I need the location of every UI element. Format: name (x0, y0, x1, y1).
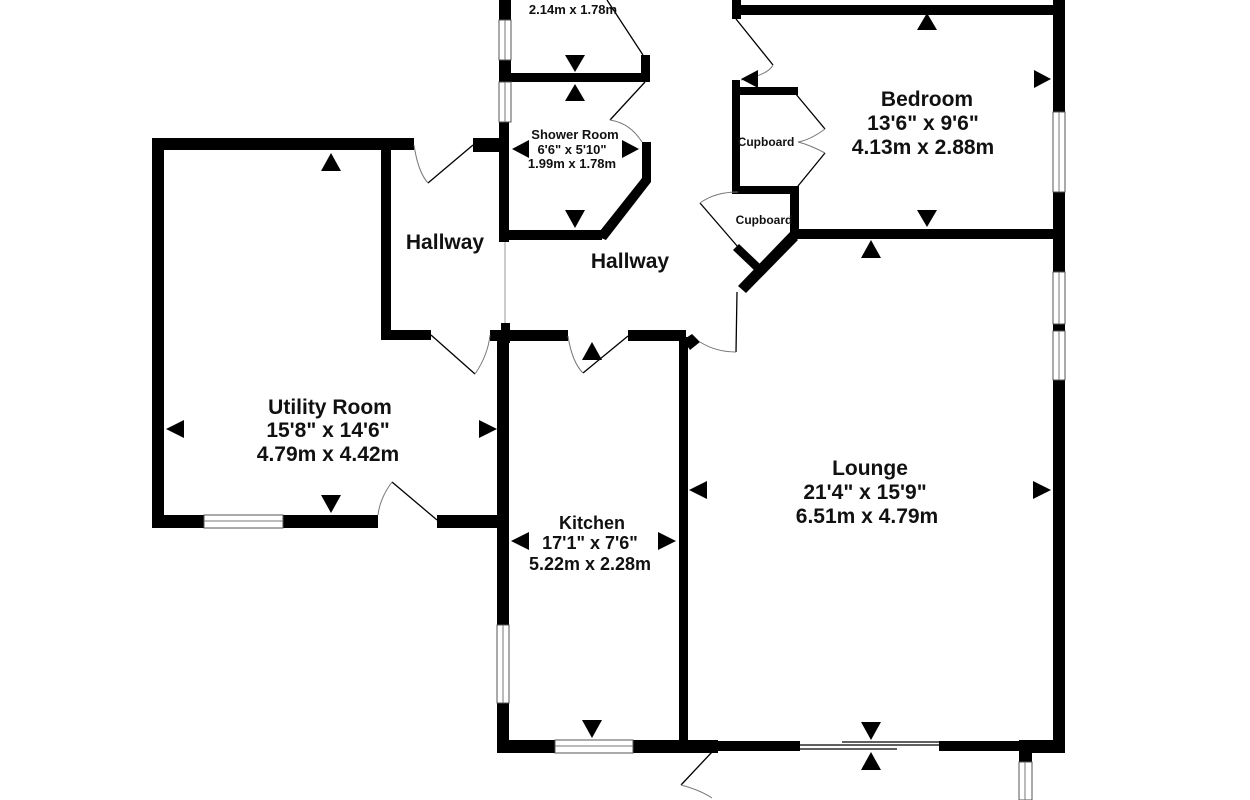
wall-bedroom-bottom (790, 229, 1060, 239)
wall-lounge-bottom-left (716, 741, 800, 751)
wall-hallway-left-bottom (381, 330, 431, 340)
bedroom-name: Bedroom (881, 88, 973, 111)
door-lounge (735, 291, 738, 353)
hallway-main-label: Hallway (591, 250, 670, 273)
door-cupboard1-b (797, 152, 826, 187)
arrow-utility-up (321, 153, 341, 171)
wall-lounge-corner-stub (1019, 740, 1032, 762)
bedroom-dim-metric: 4.13m x 2.88m (852, 136, 994, 159)
utility-room-dim-metric: 4.79m x 4.42m (257, 443, 399, 466)
room-labels: 2.14m x 1.78m Shower Room 6'6" x 5'10" 1… (257, 2, 994, 574)
arrow-kitchen-right (658, 532, 676, 550)
wall-utility-top (152, 138, 414, 150)
door-kitchen (582, 335, 629, 374)
wall-toproom-right-stub (641, 55, 650, 82)
door-bedroom (735, 18, 774, 66)
shower-room-dim-metric: 1.99m x 1.78m (528, 156, 616, 171)
windows (203, 19, 1066, 800)
wall-shower-diagonal (596, 178, 651, 240)
cupboard-1-label: Cupboard (738, 135, 795, 149)
door-top-room (606, 0, 644, 56)
arrow-bedroom-left (741, 70, 758, 88)
arrow-kitchen-down (582, 720, 602, 738)
walls (152, 0, 1065, 762)
wall-kitchen-lounge (679, 337, 688, 747)
lounge-dim-imperial: 21'4" x 15'9" (803, 481, 926, 504)
arrow-bedroom-right (1034, 70, 1051, 88)
arrow-kitchen-left (511, 532, 529, 550)
wall-utility-bottom-left (152, 515, 204, 528)
arrow-utility-left (166, 420, 184, 438)
wall-kitchen-left (497, 330, 509, 625)
arrow-lounge-left (689, 481, 707, 499)
shower-room-dim-imperial: 6'6" x 5'10" (537, 142, 606, 157)
arrow-shower-down (565, 210, 585, 228)
wall-hallway-left-inner (381, 140, 391, 340)
arrow-shower-right (622, 140, 639, 158)
door-hallway-left-bottom (430, 334, 476, 375)
arrow-lounge-right (1033, 481, 1051, 499)
wall-cupboard-left (732, 80, 740, 192)
cupboard-2-label: Cupboard (736, 213, 793, 227)
wall-utility-bottom-mid (283, 515, 378, 528)
hallway-left-label: Hallway (406, 231, 485, 254)
arrow-kitchen-up (582, 342, 602, 360)
arrow-utility-right (479, 420, 497, 438)
lounge-dim-metric: 6.51m x 4.79m (796, 505, 938, 528)
doors (377, 0, 939, 799)
wall-cupboard2-right (790, 186, 799, 238)
kitchen-dim-imperial: 17'1" x 7'6" (542, 533, 638, 553)
lounge-name: Lounge (832, 457, 908, 480)
wall-cupboard-mid (732, 186, 798, 194)
wall-central-top (499, 0, 511, 20)
toproom-dim-metric: 2.14m x 1.78m (529, 2, 617, 17)
arrow-bedroom-up (917, 13, 937, 30)
wall-cupboard2-diagonal (738, 232, 798, 293)
arrow-utility-down (321, 495, 341, 513)
wall-central-shower (499, 122, 509, 242)
wall-cupboard-top (732, 87, 798, 95)
wall-kitchen-top-right (628, 330, 686, 341)
wall-bedroom-top (732, 5, 1060, 15)
wall-lounge-bottom-right (939, 741, 1019, 751)
door-external-lower (680, 751, 713, 786)
wall-right-mullion (1053, 324, 1065, 331)
wall-kitchen-corner-diagonal (683, 334, 700, 350)
door-shower (609, 81, 646, 121)
wall-utility-bottom-right (437, 515, 505, 528)
wall-cupboard2-door-stub (733, 244, 760, 270)
arrow-shower-left (512, 140, 529, 158)
wall-shower-bottom (499, 230, 602, 240)
wall-kitchen-top-left (490, 330, 568, 341)
wall-shower-right (642, 142, 651, 182)
wall-bedroom-top-stub (732, 0, 741, 19)
arrow-lounge-up (861, 240, 881, 258)
kitchen-name: Kitchen (559, 513, 625, 533)
wall-right-top (1053, 0, 1065, 112)
wall-hall-stub (473, 138, 503, 152)
shower-room-name: Shower Room (531, 127, 618, 142)
utility-room-name: Utility Room (268, 396, 392, 419)
utility-room-dim-imperial: 15'8" x 14'6" (266, 419, 389, 442)
door-utility-external (391, 481, 438, 521)
wall-right-lower (1053, 380, 1065, 753)
wall-kitchen-bottom-right (633, 740, 718, 753)
bedroom-dim-imperial: 13'6" x 9'6" (867, 112, 979, 135)
wall-toproom-bottom (499, 73, 649, 82)
door-utility-hallway (427, 144, 474, 184)
wall-utility-left (152, 138, 164, 528)
dimension-arrows (166, 13, 1051, 770)
arrow-lounge-down (861, 722, 881, 740)
arrow-shower-up (565, 84, 585, 101)
arrow-bedroom-down (917, 210, 937, 227)
door-cupboard1-a (794, 92, 826, 130)
arrow-toproom-down (565, 55, 585, 72)
kitchen-dim-metric: 5.22m x 2.28m (529, 554, 651, 574)
wall-kitchen-bottom-left (497, 740, 555, 753)
door-cupboard2 (699, 202, 739, 248)
arrow-lounge-down-outer (861, 752, 881, 770)
